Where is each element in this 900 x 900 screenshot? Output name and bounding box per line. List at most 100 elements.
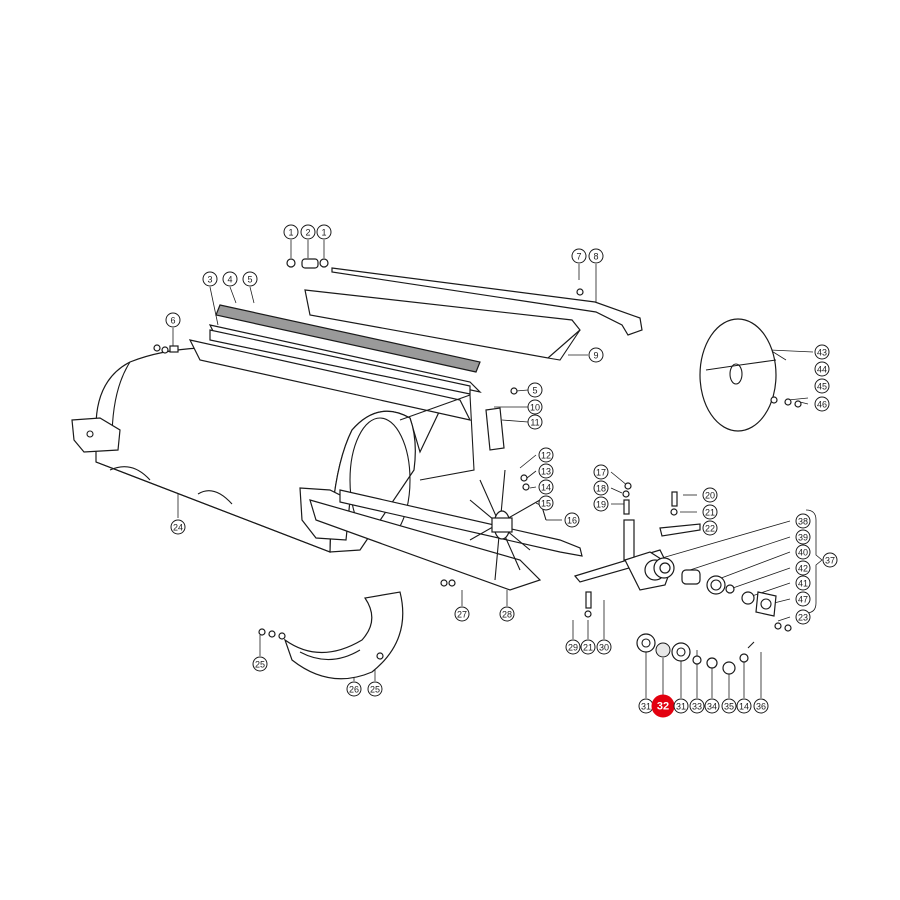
callout-label: 8	[593, 252, 598, 262]
callout-part-19: 19	[593, 496, 609, 512]
callout-circle	[527, 399, 543, 415]
callout-part-31: 31	[638, 698, 654, 714]
drum-internal-frame	[188, 324, 583, 591]
callout-part-6: 6	[165, 312, 181, 328]
callout-label: 22	[705, 524, 715, 534]
callout-part-43: 43	[814, 344, 830, 360]
callout-label: 16	[567, 516, 577, 526]
callout-part-13: 13	[538, 463, 554, 479]
callout-label: 47	[798, 595, 808, 605]
callout-circle	[222, 271, 238, 287]
callout-label: 14	[541, 483, 551, 493]
callout-circle	[564, 512, 580, 528]
callout-part-47: 47	[795, 591, 811, 607]
callout-part-38: 38	[795, 513, 811, 529]
callout-circle	[454, 606, 470, 622]
callout-label: 26	[349, 685, 359, 695]
callout-part-33: 33	[689, 698, 705, 714]
scraper-blade	[283, 591, 404, 680]
callout-circle	[165, 312, 181, 328]
callout-part-20: 20	[702, 487, 718, 503]
callout-circle	[202, 271, 218, 287]
callout-label: 38	[798, 517, 808, 527]
callout-part-40: 40	[795, 544, 811, 560]
callout-circle	[499, 606, 515, 622]
callout-label: 45	[817, 382, 827, 392]
callout-label: 1	[321, 228, 326, 238]
callout-label: 42	[798, 564, 808, 574]
callout-part-12: 12	[538, 447, 554, 463]
callout-part-32-highlighted: 32	[651, 694, 675, 718]
callout-part-1: 1	[283, 224, 299, 240]
callout-circle	[367, 681, 383, 697]
callout-part-25: 25	[252, 656, 268, 672]
callout-label: 25	[255, 660, 265, 670]
callout-label: 24	[173, 523, 183, 533]
callout-circle	[538, 447, 554, 463]
callout-circle	[702, 520, 718, 536]
callout-part-5: 5	[242, 271, 258, 287]
callout-circle	[565, 639, 581, 655]
callout-label: 31	[676, 702, 686, 712]
callout-part-21: 21	[702, 504, 718, 520]
callout-circle	[721, 698, 737, 714]
callout-part-41: 41	[795, 575, 811, 591]
callout-circle	[316, 224, 332, 240]
callout-part-37: 37	[822, 552, 838, 568]
callout-label: 27	[457, 610, 467, 620]
callout-label: 23	[798, 613, 808, 623]
callout-part-10: 10	[527, 399, 543, 415]
callout-part-4: 4	[222, 271, 238, 287]
callout-part-39: 39	[795, 529, 811, 545]
callout-circle	[593, 464, 609, 480]
callout-label: 21	[583, 643, 593, 653]
callout-circle	[795, 575, 811, 591]
callout-circle	[527, 414, 543, 430]
callout-label: 40	[798, 548, 808, 558]
callout-circle	[170, 519, 186, 535]
callout-label: 32	[657, 701, 669, 713]
callout-part-24: 24	[170, 519, 186, 535]
callout-part-45: 45	[814, 378, 830, 394]
callout-circle	[580, 639, 596, 655]
callout-label: 43	[817, 348, 827, 358]
callout-part-28: 28	[499, 606, 515, 622]
callout-circle	[814, 378, 830, 394]
callout-label: 41	[798, 579, 808, 589]
callout-circle	[814, 361, 830, 377]
callout-label: 19	[596, 500, 606, 510]
callout-circle	[704, 698, 720, 714]
callout-part-16: 16	[564, 512, 580, 528]
callout-label: 15	[541, 499, 551, 509]
callout-part-29: 29	[565, 639, 581, 655]
callout-label: 39	[798, 533, 808, 543]
callout-circle	[795, 609, 811, 625]
small-hardware	[153, 258, 802, 660]
callout-label: 2	[305, 228, 310, 238]
callout-circle	[753, 698, 769, 714]
callout-label: 25	[370, 685, 380, 695]
callout-part-21: 21	[580, 639, 596, 655]
callout-part-1: 1	[316, 224, 332, 240]
callout-part-7: 7	[571, 248, 587, 264]
callout-part-25: 25	[367, 681, 383, 697]
callout-part-14: 14	[538, 479, 554, 495]
callout-part-18: 18	[593, 480, 609, 496]
callout-part-27: 27	[454, 606, 470, 622]
callout-circle	[593, 496, 609, 512]
callout-label: 46	[817, 400, 827, 410]
callout-circle	[593, 480, 609, 496]
callout-label: 36	[756, 702, 766, 712]
callout-part-9: 9	[588, 347, 604, 363]
callout-circle	[538, 479, 554, 495]
callout-part-36: 36	[753, 698, 769, 714]
callout-label: 6	[170, 316, 175, 326]
callout-circle	[795, 591, 811, 607]
callout-circle	[527, 382, 543, 398]
callout-part-42: 42	[795, 560, 811, 576]
callout-part-11: 11	[527, 414, 543, 430]
callout-label: 10	[530, 403, 540, 413]
callout-label: 5	[247, 275, 252, 285]
callout-label: 14	[739, 702, 749, 712]
